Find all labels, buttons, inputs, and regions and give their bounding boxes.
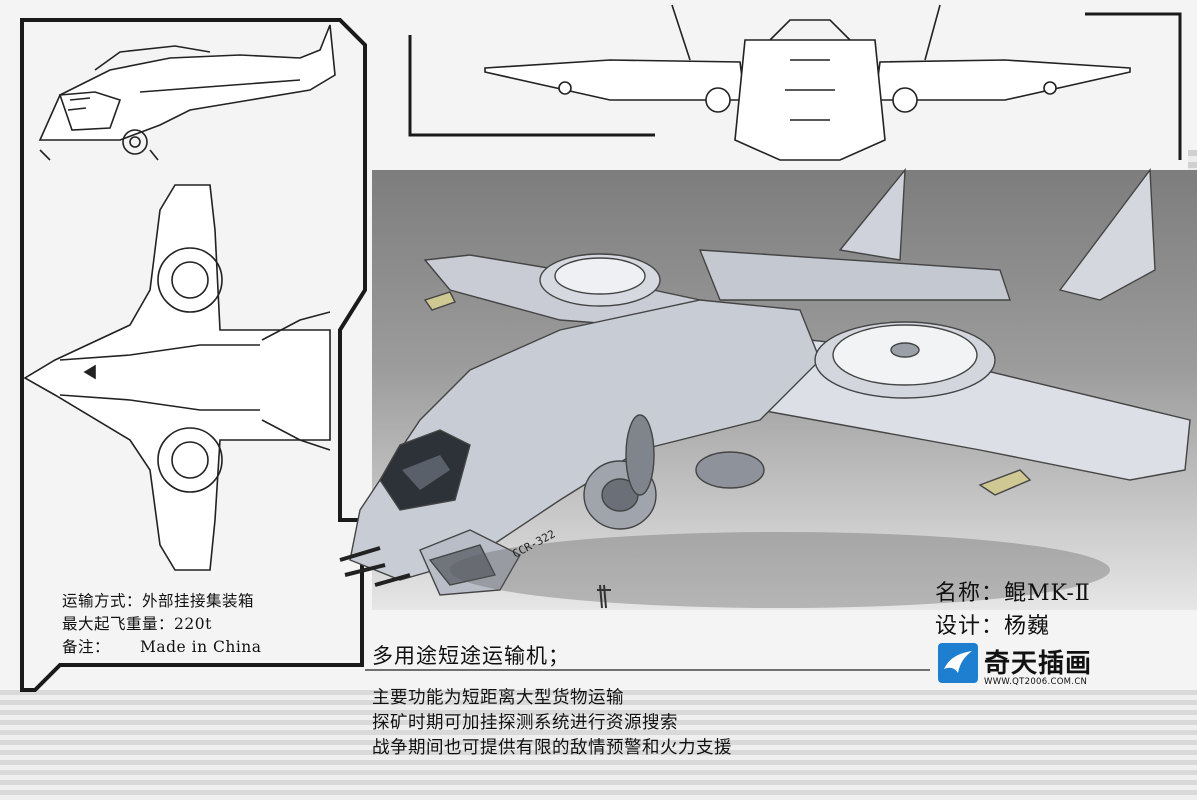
designer-row: 设计：杨巍	[935, 608, 1050, 640]
spec-weight-label: 最大起飞重量：	[62, 615, 175, 633]
name-row: 名称：鲲MK-Ⅱ	[935, 575, 1091, 607]
spec-weight-value: 220t	[174, 615, 212, 633]
spec-transport: 运输方式：外部挂接集装箱	[62, 590, 254, 613]
logo-url: WWW.QT2006.COM.CN	[984, 677, 1088, 687]
name-value: 鲲MK-Ⅱ	[1004, 581, 1091, 606]
main-title: 多用途短途运输机；	[372, 644, 570, 668]
left-frame	[20, 18, 367, 692]
top-frame	[408, 35, 655, 137]
spec-transport-label: 运输方式：	[62, 592, 143, 610]
bird-icon	[938, 643, 978, 683]
spec-note-value: Made in China	[140, 638, 262, 656]
brand-logo: 奇天插画 WWW.QT2006.COM.CN	[938, 643, 1108, 691]
front-view-sketch	[484, 4, 1131, 161]
designer-value: 杨巍	[1004, 614, 1051, 639]
side-view-sketch	[38, 24, 336, 161]
top-view-sketch	[23, 184, 331, 571]
aircraft-render	[339, 167, 1191, 609]
designer-label: 设计：	[935, 614, 1005, 639]
description-line-2: 探矿时期可加挂探测系统进行资源搜索	[372, 713, 678, 733]
spec-weight: 最大起飞重量：220t	[62, 613, 212, 636]
logo-name: 奇天插画	[984, 649, 1093, 679]
name-label: 名称：	[935, 581, 1005, 606]
description-line-3: 战争期间也可提供有限的敌情预警和火力支援	[372, 738, 732, 758]
spec-note-label: 备注：	[62, 638, 111, 656]
description-line-1: 主要功能为短距离大型货物运输	[372, 688, 624, 708]
spec-transport-value: 外部挂接集装箱	[142, 592, 255, 610]
bottom-stripes	[0, 690, 1197, 800]
spec-note: 备注： Made in China	[62, 636, 262, 659]
top-frame-right	[1085, 12, 1182, 160]
